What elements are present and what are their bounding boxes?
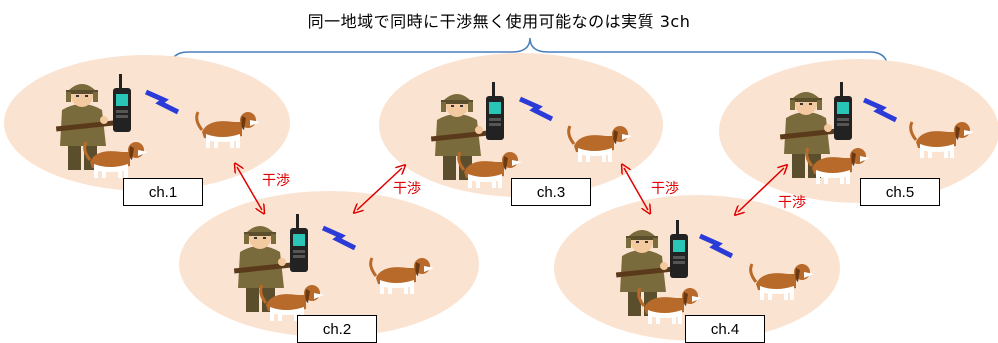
interference-label-ch3-ch4: 干渉	[651, 181, 679, 197]
cell-ellipse-ch3	[379, 53, 663, 197]
channel-label-ch2: ch.2	[297, 315, 377, 343]
interference-arrow-ch2-ch3	[357, 168, 402, 210]
channel-label-ch4: ch.4	[685, 315, 765, 343]
channel-label-ch3: ch.3	[511, 178, 591, 206]
cell-ellipse-ch4	[554, 195, 840, 341]
channel-label-ch1: ch.1	[123, 178, 203, 206]
interference-arrow-ch4-ch5	[738, 168, 784, 212]
interference-label-ch2-ch3: 干渉	[393, 181, 421, 197]
interference-label-ch1-ch2: 干渉	[262, 173, 290, 189]
diagram-title: 同一地域で同時に干渉無く使用可能なのは実質 3ch	[307, 12, 691, 31]
interference-label-ch4-ch5: 干渉	[778, 195, 806, 211]
channel-label-ch5: ch.5	[860, 178, 940, 206]
interference-arrow-ch3-ch4	[624, 168, 648, 210]
interference-arrow-ch1-ch2	[237, 167, 262, 210]
coverage-bracket	[169, 37, 889, 71]
